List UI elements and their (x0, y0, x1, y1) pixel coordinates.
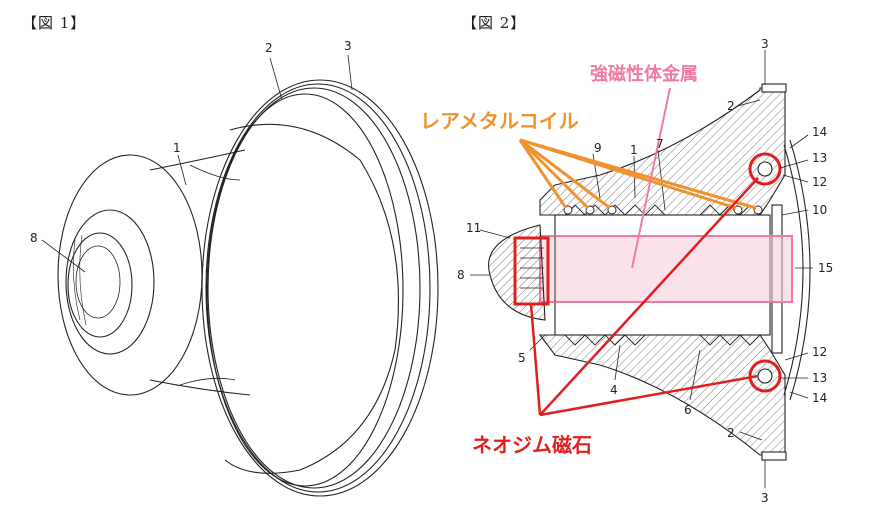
fig2-ref-5: 5 (518, 351, 526, 365)
fig1-leader-8 (41, 239, 86, 273)
fig2-ref-12-top: 12 (812, 175, 827, 189)
fig2-ref-3-top: 3 (761, 37, 769, 51)
fig2-ref-14-bottom: 14 (812, 391, 827, 405)
flange-bottom (761, 451, 787, 461)
fig2-ref-11: 11 (466, 221, 481, 235)
fig2-ref-12-bottom: 12 (812, 345, 827, 359)
fig2-ref-14-top: 14 (812, 125, 827, 139)
fig2-ref-1: 1 (630, 143, 638, 157)
fig1-leader-3 (347, 54, 353, 91)
fig1-leader-2 (269, 57, 283, 101)
dome-8 (488, 224, 546, 321)
coil-lower (564, 334, 761, 346)
magnet-13-top (757, 161, 773, 177)
figure-2-title: 【図 2】 (462, 14, 527, 32)
fig2-ref-9: 9 (594, 141, 602, 155)
fig2-ref-10: 10 (812, 203, 827, 217)
ferro-annotation: 強磁性体金属 (590, 63, 698, 85)
dome-outer (67, 232, 133, 338)
fig2-ref-2-top: 2 (727, 99, 735, 113)
magnet-13-top-ring (748, 152, 782, 186)
fig2-ref-7: 7 (656, 137, 664, 151)
neck-shade (179, 164, 241, 386)
magnet-lines (520, 247, 544, 289)
fig2-ref-13-top: 13 (812, 151, 827, 165)
ferromagnetic-rod (539, 235, 793, 303)
dome-inner (75, 245, 121, 319)
figure-1-title: 【図 1】 (22, 14, 87, 32)
neck-upper (149, 149, 246, 171)
fig2-ref-6: 6 (684, 403, 692, 417)
magnet-callout-lines (529, 177, 759, 417)
magnet-13-bottom-ring (748, 359, 782, 393)
fig1-ref-8: 8 (30, 231, 38, 245)
flange-top (761, 83, 787, 93)
magnet-13-bottom (757, 368, 773, 384)
fig2-ref-3-bottom: 3 (761, 491, 769, 505)
housing-lower (538, 334, 786, 456)
fig2-leader-lines (470, 50, 813, 488)
coil-annotation: レアメタルコイル (420, 109, 579, 133)
figure-1-drawing (41, 54, 439, 497)
fig1-ref-2: 2 (265, 41, 273, 55)
flange-face (206, 93, 404, 487)
fig2-ref-13-bottom: 13 (812, 371, 827, 385)
neck-lower (149, 379, 251, 396)
knob-ring (65, 209, 155, 355)
cap-15-inner (783, 144, 804, 396)
fig2-ref-4: 4 (610, 383, 618, 397)
fig1-ref-3: 3 (344, 39, 352, 53)
fig2-ref-8: 8 (457, 268, 465, 282)
cap-15 (789, 139, 811, 401)
magnet-annotation: ネオジム磁石 (472, 433, 592, 457)
coil-callout-lines (518, 138, 757, 210)
knob-body (57, 154, 203, 396)
ferro-callout-line (631, 87, 671, 269)
fig2-ref-2-bottom: 2 (727, 426, 735, 440)
fig2-ref-15: 15 (818, 261, 833, 275)
flange-rim-groove (207, 87, 421, 489)
knob-shading (73, 234, 87, 326)
fig1-ref-1: 1 (173, 141, 181, 155)
fig1-leader-1 (177, 154, 187, 186)
flange-inner-contour (224, 123, 399, 474)
flange-rim-inner (205, 83, 431, 493)
